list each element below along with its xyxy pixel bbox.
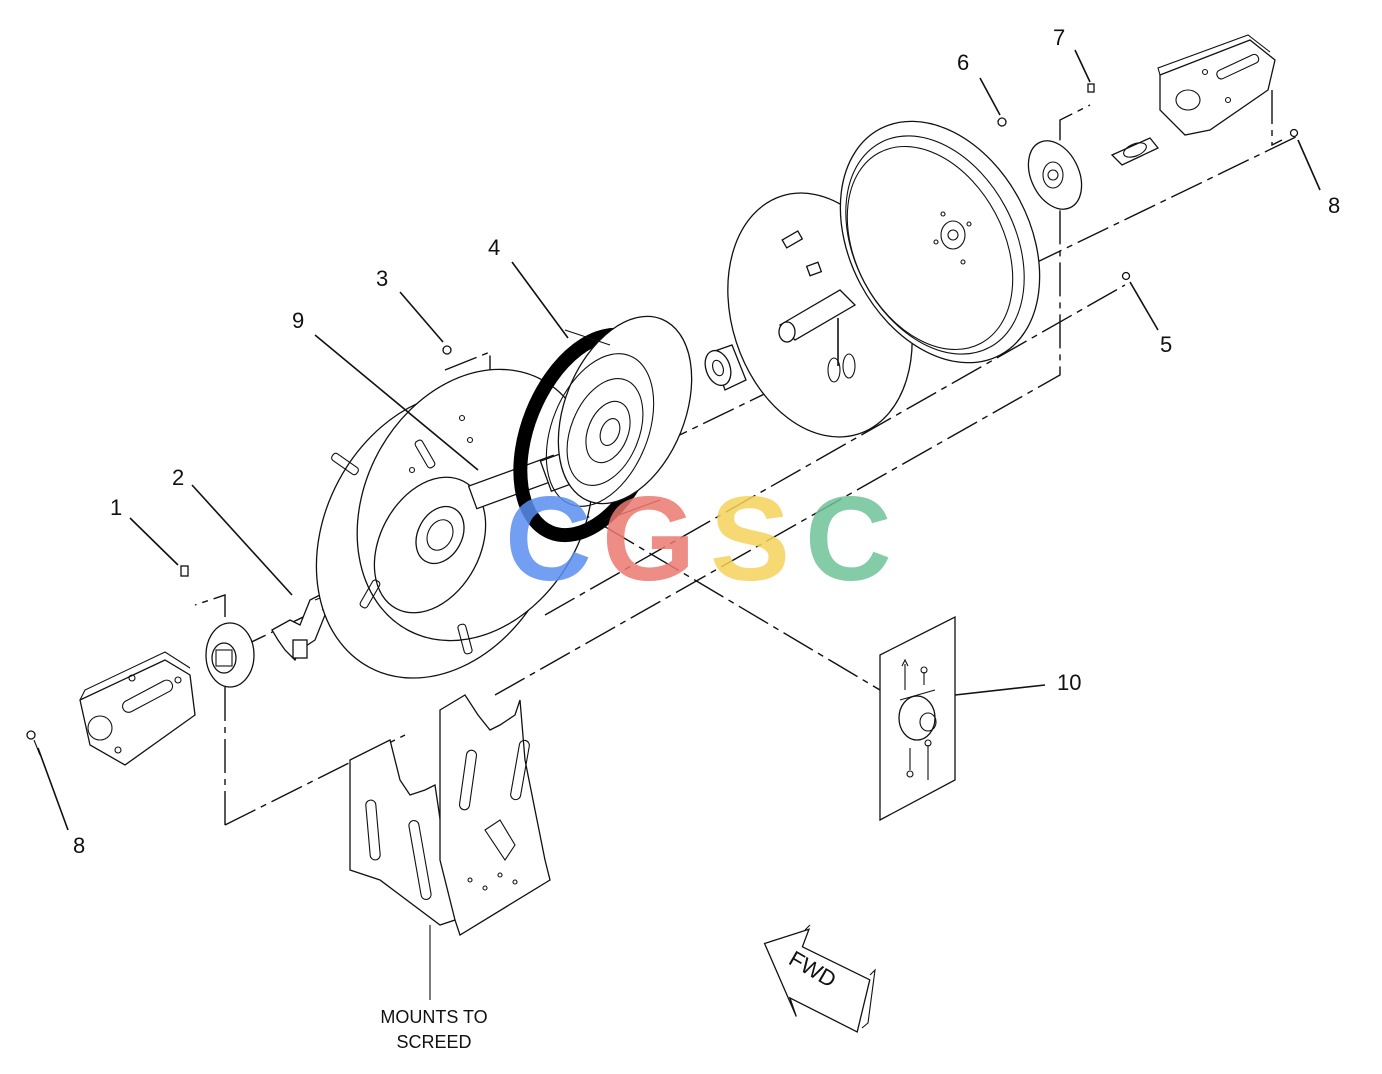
- leader-lines: [37, 49, 1321, 1000]
- screw-1: [180, 565, 189, 577]
- swivel-fitting: [271, 589, 346, 662]
- callout-9: 9: [292, 308, 304, 333]
- mounts-note-line2: SCREED: [396, 1032, 471, 1052]
- left-hanger-plate: [79, 651, 196, 766]
- reel-cover: [839, 120, 1041, 364]
- screw-8-right: [1289, 128, 1299, 138]
- watermark-letter-g: G: [602, 472, 695, 606]
- callout-3: 3: [376, 266, 388, 291]
- inset-clamp-detail: [879, 615, 956, 822]
- screw-6: [997, 117, 1007, 127]
- callout-6: 6: [957, 50, 969, 75]
- right-hanger-plate: [1157, 34, 1276, 136]
- shaft: [778, 230, 857, 343]
- mounting-base: [349, 694, 551, 936]
- callout-4: 4: [488, 235, 500, 260]
- callout-8-left: 8: [73, 833, 85, 858]
- cgsc-watermark: C G S C: [505, 472, 892, 606]
- fwd-arrow: FWD: [763, 924, 876, 1033]
- mounts-note-line1: MOUNTS TO: [380, 1007, 487, 1027]
- callout-2: 2: [172, 465, 184, 490]
- watermark-letter-c2: C: [805, 472, 892, 606]
- callout-1: 1: [110, 495, 122, 520]
- screw-8-left: [26, 730, 41, 756]
- callout-8-right: 8: [1328, 193, 1340, 218]
- right-fitting: [1110, 137, 1160, 166]
- mounts-note: MOUNTS TO SCREED: [380, 1007, 487, 1052]
- screw-7: [1087, 83, 1095, 93]
- bushing: [704, 344, 747, 391]
- screw-3: [442, 345, 452, 355]
- callout-5: 5: [1160, 332, 1172, 357]
- spring-motor-housing: [513, 315, 693, 543]
- watermark-letter-c1: C: [505, 472, 592, 606]
- o-rings: [827, 353, 856, 383]
- watermark-letter-s: S: [710, 472, 790, 606]
- callout-10: 10: [1057, 670, 1081, 695]
- screw-5: [1121, 271, 1131, 281]
- left-flange-disc: [205, 622, 255, 688]
- callout-7: 7: [1053, 25, 1065, 50]
- callouts: 1 2 3 4 9 5 6 7 8 8 10: [73, 25, 1340, 858]
- right-flange-disc: [1027, 140, 1083, 210]
